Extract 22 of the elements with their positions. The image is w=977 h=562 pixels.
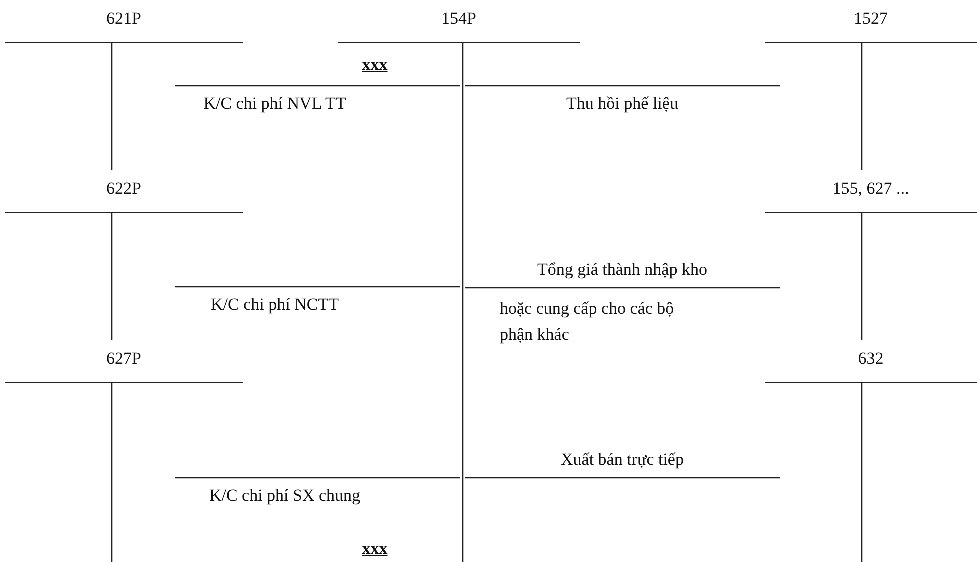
posting-line [465, 287, 780, 289]
account-name: 622P [106, 179, 142, 198]
account-name: 155, 627 ... [832, 179, 910, 198]
posting-line [175, 477, 460, 479]
balance-mark: xxx [361, 538, 389, 560]
account-name: 621P [106, 9, 142, 28]
posting-line [175, 85, 460, 87]
account-name: 154P [442, 9, 476, 28]
account-name: 627P [106, 349, 142, 368]
edge-label: Thu hồi phế liệu [566, 93, 680, 115]
posting-line [175, 286, 460, 288]
posting-line [465, 85, 780, 87]
posting-line [465, 477, 780, 479]
edge-label: Xuất bán trực tiếp [560, 449, 685, 471]
account-name: 632 [858, 349, 884, 368]
note-text: hoặc cung cấp cho các bộ phận khác [500, 298, 675, 346]
account-name: 1527 [854, 9, 888, 28]
edge-label: Tổng giá thành nhập kho [536, 259, 708, 281]
balance-mark: xxx [361, 54, 389, 76]
edge-label: K/C chi phí NCTT [210, 294, 340, 316]
edge-label: K/C chi phí SX chung [208, 485, 362, 507]
edge-label: K/C chi phí NVL TT [202, 93, 348, 115]
